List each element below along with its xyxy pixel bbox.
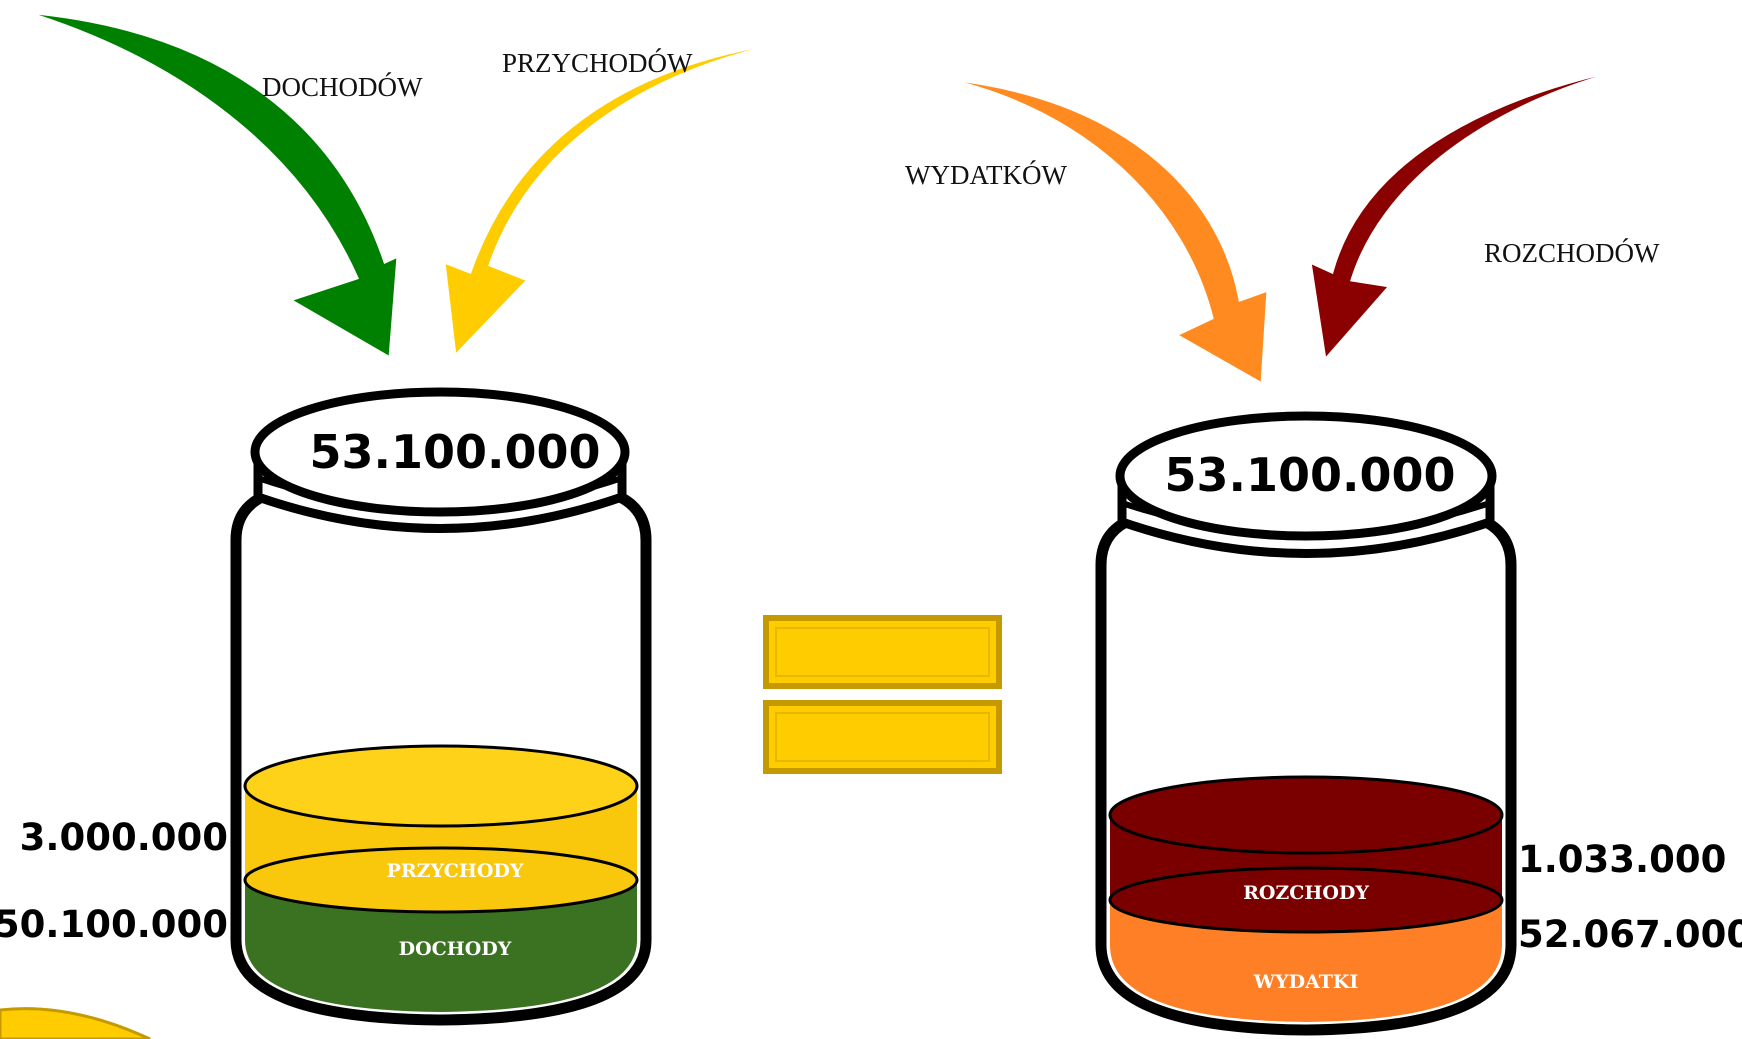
arrow-label-dochodow: DOCHODÓW bbox=[262, 72, 423, 102]
right-jar-bottom-amount: 52.067.000 bbox=[1518, 913, 1742, 956]
arrow-label-rozchodow: ROZCHODÓW bbox=[1484, 238, 1660, 268]
red-arrow bbox=[1308, 60, 1659, 364]
right-jar-body bbox=[1095, 517, 1517, 1036]
equals-top-bar bbox=[763, 615, 1002, 689]
orange-arrow bbox=[939, 76, 1270, 387]
left-jar-liquid-surface bbox=[243, 744, 639, 828]
right-jar-bottom-layer bbox=[1110, 900, 1502, 1022]
equals-bottom-bar bbox=[763, 700, 1002, 774]
left-jar-top-amount: 3.000.000 bbox=[20, 816, 228, 859]
equals-sign-icon bbox=[763, 615, 1002, 774]
right-jar-top-amount: 1.033.000 bbox=[1518, 838, 1726, 881]
left-jar: 53.100.000 PRZYCHODY DOCHODY 3.000.000 5… bbox=[0, 387, 652, 1026]
yellow-arrow bbox=[442, 38, 801, 360]
left-jar-bottom-layer bbox=[245, 880, 637, 1012]
equals-bottom-bar-inner bbox=[775, 712, 990, 762]
right-jar: 53.100.000 ROZCHODY WYDATKI 1.033.000 52… bbox=[1095, 411, 1742, 1036]
left-jar-lid-total: 53.100.000 bbox=[309, 425, 600, 479]
right-jar-lid bbox=[1115, 411, 1497, 541]
left-jar-lid bbox=[250, 387, 630, 517]
right-jar-top-layer-label: ROZCHODY bbox=[1243, 882, 1369, 904]
green-arrow bbox=[24, 10, 400, 361]
equals-top-bar-inner bbox=[775, 627, 990, 677]
left-jar-bottom-layer-label: DOCHODY bbox=[399, 938, 512, 960]
corner-ribbon bbox=[0, 1007, 151, 1039]
right-jar-bottom-layer-edge bbox=[1108, 866, 1504, 934]
arrow-label-przychodow: PRZYCHODÓW bbox=[502, 48, 693, 78]
arrow-label-wydatkow: WYDATKÓW bbox=[905, 160, 1067, 190]
right-jar-lid-total: 53.100.000 bbox=[1164, 448, 1455, 502]
left-jar-bottom-layer-edge bbox=[243, 846, 639, 914]
left-jar-top-layer-label: PRZYCHODY bbox=[387, 860, 524, 882]
left-jar-bottom-amount: 50.100.000 bbox=[0, 903, 228, 946]
right-jar-liquid-surface bbox=[1108, 775, 1504, 855]
right-jar-bottom-layer-label: WYDATKI bbox=[1253, 971, 1359, 993]
left-jar-body bbox=[230, 492, 652, 1026]
